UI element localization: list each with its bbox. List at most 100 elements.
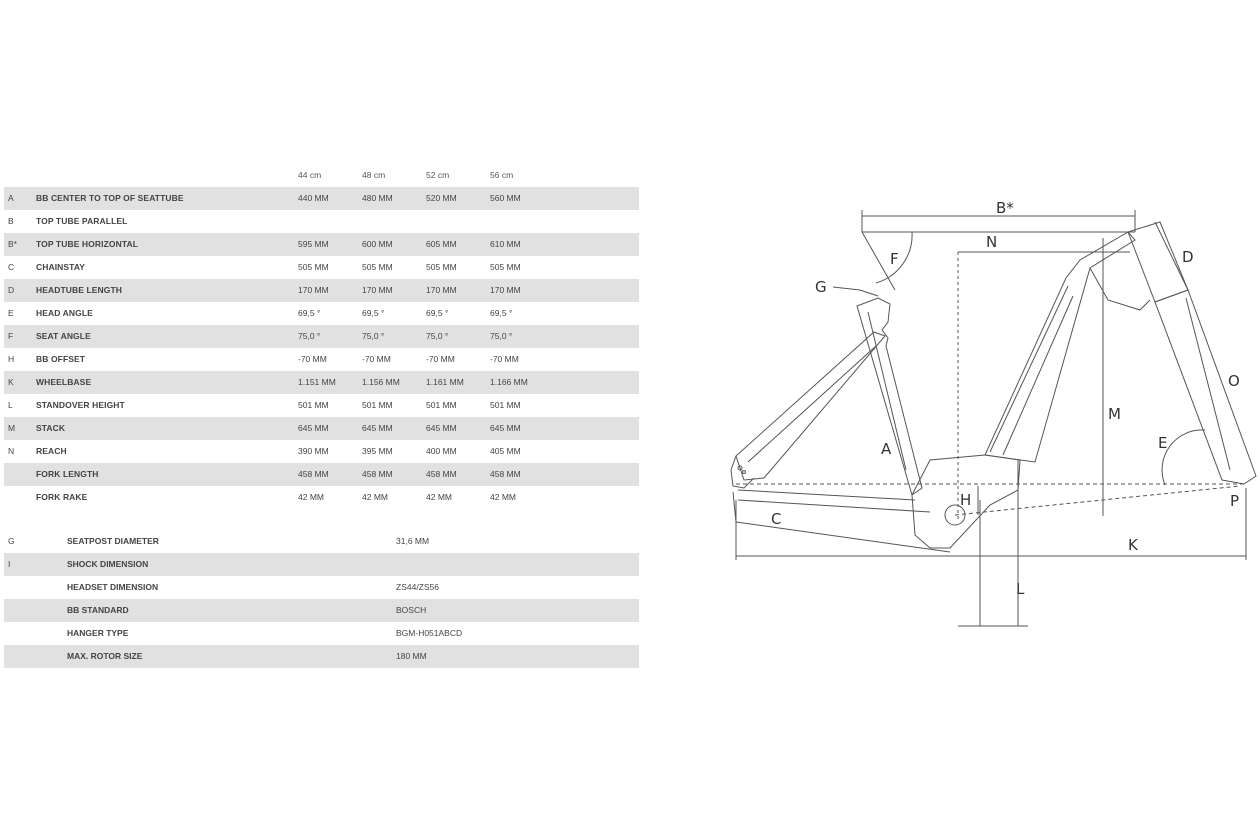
top-tube [1089,267,1151,311]
label-b: B* [996,199,1014,217]
row-label: BB CENTER TO TOP OF SEATTUBE [36,193,184,203]
row-value: 600 MM [362,239,393,249]
row-code: D [8,285,15,295]
seat-stay-inner [747,345,877,463]
row-value: 595 MM [298,239,329,249]
row-label: STANDOVER HEIGHT [36,400,125,410]
row-value: 42 MM [490,492,516,502]
label-c: C [771,510,781,528]
row-code: B [8,216,14,226]
row-value: -70 MM [490,354,519,364]
row-label: FORK LENGTH [36,469,99,479]
spec-label: MAX. ROTOR SIZE [67,651,143,661]
row-value: 458 MM [426,469,457,479]
spec-value: 180 MM [396,651,427,661]
row-value: 501 MM [298,400,329,410]
row-value: 69,5 ° [426,308,449,318]
row-value: 505 MM [426,262,457,272]
row-value: 501 MM [490,400,521,410]
row-code: N [8,446,15,456]
row-label: FORK RAKE [36,492,88,502]
spec-label: HEADSET DIMENSION [67,582,159,592]
size-header-52: 52 cm [426,170,450,180]
row-value: -70 MM [298,354,327,364]
spec-code: I [8,559,11,569]
fork [1154,289,1257,485]
row-label: HEAD ANGLE [36,308,93,318]
size-header-44: 44 cm [298,170,322,180]
spec-row: MAX. ROTOR SIZE 180 MM [4,645,639,668]
row-value: 42 MM [362,492,388,502]
row-value: -70 MM [426,354,455,364]
dropout-bolt [737,465,743,471]
row-label: BB OFFSET [36,354,86,364]
row-value: 458 MM [490,469,521,479]
seat-angle-arc [875,231,913,284]
spec-label: SEATPOST DIAMETER [67,536,159,546]
geometry-row: FORK RAKE 42 MM 42 MM 42 MM 42 MM [4,486,639,509]
spec-row: HANGER TYPE BGM-H051ABCD [4,622,639,645]
spec-code: G [8,536,15,546]
spec-value: 31,6 MM [396,536,430,546]
row-code: M [8,423,16,433]
row-code: H [8,354,15,364]
row-value: 69,5 ° [362,308,385,318]
spec-value: BGM-H051ABCD [396,628,463,638]
row-value: 1.166 MM [490,377,528,387]
row-code: C [8,262,15,272]
row-value: 458 MM [298,469,329,479]
row-label: HEADTUBE LENGTH [36,285,123,295]
label-f: F [890,250,899,268]
dropout-bolt [742,470,746,474]
size-header-48: 48 cm [362,170,386,180]
chainstay-upper [737,489,916,501]
label-n: N [986,233,997,251]
row-value: 69,5 ° [298,308,321,318]
row-value: 605 MM [426,239,457,249]
size-header-row: 44 cm 48 cm 52 cm 56 cm [4,163,639,187]
spec-label: BB STANDARD [67,605,129,615]
row-value: 610 MM [490,239,521,249]
geometry-row: H BB OFFSET -70 MM -70 MM -70 MM -70 MM [4,348,639,371]
head-tube [1127,221,1189,303]
row-value: 645 MM [362,423,393,433]
row-label: SEAT ANGLE [36,331,91,341]
row-value: 170 MM [426,285,457,295]
label-h: H [960,491,971,509]
label-m: M [1108,405,1121,423]
row-value: 505 MM [490,262,521,272]
motor-housing [911,454,1021,549]
row-value: 400 MM [426,446,457,456]
down-tube [984,231,1136,463]
seat-angle-line [861,231,896,291]
row-value: 170 MM [362,285,393,295]
row-code: K [8,377,14,387]
dimension-line-c [735,521,951,553]
row-value: 520 MM [426,193,457,203]
spec-label: HANGER TYPE [67,628,129,638]
row-value: 458 MM [362,469,393,479]
geometry-row: FORK LENGTH 458 MM 458 MM 458 MM 458 MM [4,463,639,486]
row-value: 42 MM [298,492,324,502]
spec-value: BOSCH [396,605,427,615]
label-d: D [1182,248,1194,266]
row-value: 405 MM [490,446,521,456]
row-value: 42 MM [426,492,452,502]
spec-row: G SEATPOST DIAMETER 31,6 MM [4,530,639,553]
row-value: 1.151 MM [298,377,336,387]
row-value: -70 MM [362,354,391,364]
row-value: 505 MM [298,262,329,272]
row-code: E [8,308,14,318]
head-angle-arc [1161,429,1206,486]
row-value: 390 MM [298,446,329,456]
row-value: 505 MM [362,262,393,272]
